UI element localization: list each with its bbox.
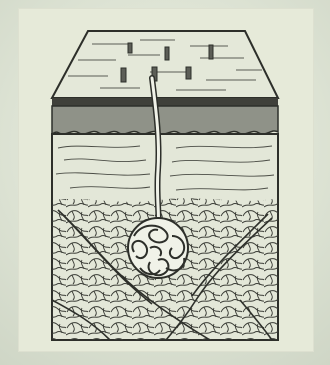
pore-3: [209, 45, 213, 59]
pore-2: [165, 47, 169, 60]
sweat-gland-coil: [128, 218, 188, 278]
pore-6: [186, 67, 191, 79]
epidermis-layer: [52, 106, 278, 134]
pore-1: [128, 43, 132, 53]
pore-4: [121, 68, 126, 82]
skin-surface: [52, 31, 278, 98]
stratum-corneum-stripe: [52, 98, 278, 106]
